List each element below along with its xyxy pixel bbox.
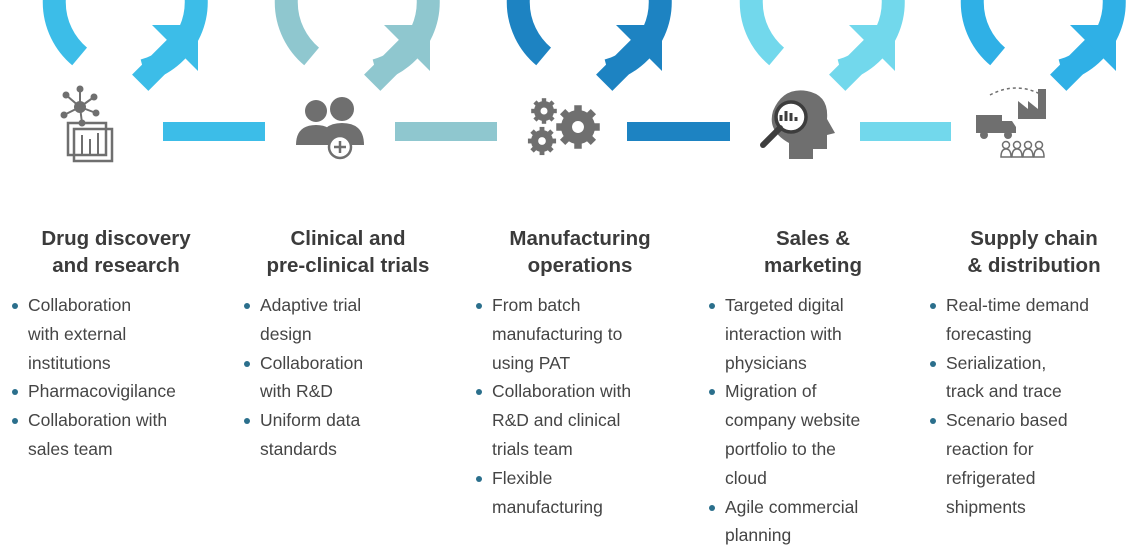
list-item: Flexible manufacturing	[474, 464, 696, 522]
list-item: Collaboration with R&D	[242, 349, 464, 407]
list-item-line: physicians	[725, 352, 807, 373]
list-item-line: refrigerated	[946, 467, 1036, 488]
stage-ring	[274, 0, 440, 160]
list-item-line: trials team	[492, 438, 573, 459]
stage-heading: Drug discovery and research	[0, 225, 232, 279]
list-item-line: sales team	[28, 438, 113, 459]
list-item: Collaboration with sales team	[10, 406, 232, 464]
list-item-line: manufacturing to	[492, 323, 623, 344]
list-item: Adaptive trial design	[242, 291, 464, 349]
list-item-line: Scenario based	[946, 410, 1068, 431]
list-item-line: interaction with	[725, 323, 842, 344]
list-item-line: design	[260, 323, 312, 344]
list-item-line: with external	[28, 323, 127, 344]
stage-ring	[739, 0, 905, 159]
list-item-line: Collaboration	[28, 295, 132, 315]
stage-heading-line: Drug discovery	[41, 227, 191, 250]
list-item: Agile commercial planning	[707, 493, 929, 551]
list-item-line: track and trace	[946, 381, 1062, 402]
stage-heading-line: operations	[527, 254, 633, 277]
list-item: From batch manufacturing to using PAT	[474, 291, 696, 377]
truck-factory-people-icon	[976, 87, 1046, 158]
stage-heading-line: marketing	[764, 254, 862, 277]
ring-arrow-head	[1070, 25, 1116, 71]
list-item-line: Serialization,	[946, 352, 1047, 373]
list-item-line: planning	[725, 525, 792, 546]
stage-connector	[627, 122, 730, 141]
list-item-line: Collaboration with	[492, 381, 632, 402]
list-item-line: with R&D	[260, 381, 333, 402]
ring-arrow-head	[384, 25, 430, 71]
list-item: Collaboration with external institutions	[10, 291, 232, 377]
list-item-line: Targeted digital	[725, 295, 844, 315]
ring-arrow-head	[849, 25, 895, 71]
list-item-line: company website	[725, 410, 861, 431]
list-item-line: reaction for	[946, 438, 1034, 459]
list-item: Migration of company website portfolio to …	[707, 377, 929, 492]
stage-heading-line: & distribution	[967, 254, 1101, 277]
list-item-line: Collaboration with	[28, 410, 168, 431]
list-item-line: portfolio to the	[725, 438, 836, 459]
list-item-line: Uniform data	[260, 410, 361, 431]
list-item-line: Agile commercial	[725, 496, 859, 517]
list-item: Serialization, track and trace	[928, 349, 1133, 407]
stage-heading-line: pre-clinical trials	[266, 254, 430, 277]
stage-heading-line: Clinical and	[290, 227, 406, 250]
stage-connector	[163, 122, 265, 141]
head-magnifier-icon	[760, 90, 835, 159]
list-item: Uniform data standards	[242, 406, 464, 464]
stage-connector	[860, 122, 951, 141]
list-item: Scenario based reaction for refrigerated sh…	[928, 406, 1133, 521]
stage-ring	[42, 0, 208, 163]
stage-ring	[960, 0, 1126, 158]
connector-layer	[163, 122, 951, 141]
molecule-network-icon	[60, 85, 114, 163]
stage-heading: Supply chain & distribution	[918, 225, 1133, 279]
list-item-line: From batch	[492, 295, 581, 315]
list-item-line: Adaptive trial	[260, 295, 362, 315]
list-item-line: cloud	[725, 467, 767, 488]
ring-arrow-head	[616, 25, 662, 71]
gears-icon	[527, 98, 600, 156]
list-item-line: Pharmacovigilance	[28, 381, 176, 402]
list-item-line: R&D and clinical	[492, 410, 621, 431]
list-item: Targeted digital interaction with physicia…	[707, 291, 929, 377]
stage-heading-line: Sales &	[775, 227, 851, 250]
stage-bullet-list: From batch manufacturing to using PAT Colla…	[474, 291, 696, 521]
stage-heading: Manufacturing operations	[464, 225, 696, 279]
stage-bullet-list: Targeted digital interaction with physicia…	[707, 291, 929, 550]
list-item-line: Flexible	[492, 467, 553, 488]
list-item-line: manufacturing	[492, 496, 603, 517]
people-plus-icon	[296, 97, 364, 160]
list-item-line: using PAT	[492, 352, 571, 373]
stage-heading-line: Manufacturing	[509, 227, 651, 250]
list-item-line: shipments	[946, 496, 1026, 517]
stage-heading: Clinical and pre-clinical trials	[232, 225, 464, 279]
list-item-line: institutions	[28, 352, 111, 373]
ring-arrow-head	[152, 25, 198, 71]
list-item-line: Real-time demand	[946, 295, 1089, 315]
stage-heading-line: and research	[52, 254, 180, 277]
list-item-line: forecasting	[946, 323, 1032, 344]
list-item: Pharmacovigilance	[10, 377, 232, 406]
stage-connector	[395, 122, 497, 141]
list-item-line: Collaboration	[260, 352, 364, 373]
stage-heading-line: Supply chain	[970, 227, 1098, 250]
stage-ring	[506, 0, 672, 156]
list-item-line: Migration of	[725, 381, 817, 402]
list-item-line: standards	[260, 438, 337, 459]
list-item: Real-time demand forecasting	[928, 291, 1133, 349]
stage-heading: Sales & marketing	[697, 225, 929, 279]
